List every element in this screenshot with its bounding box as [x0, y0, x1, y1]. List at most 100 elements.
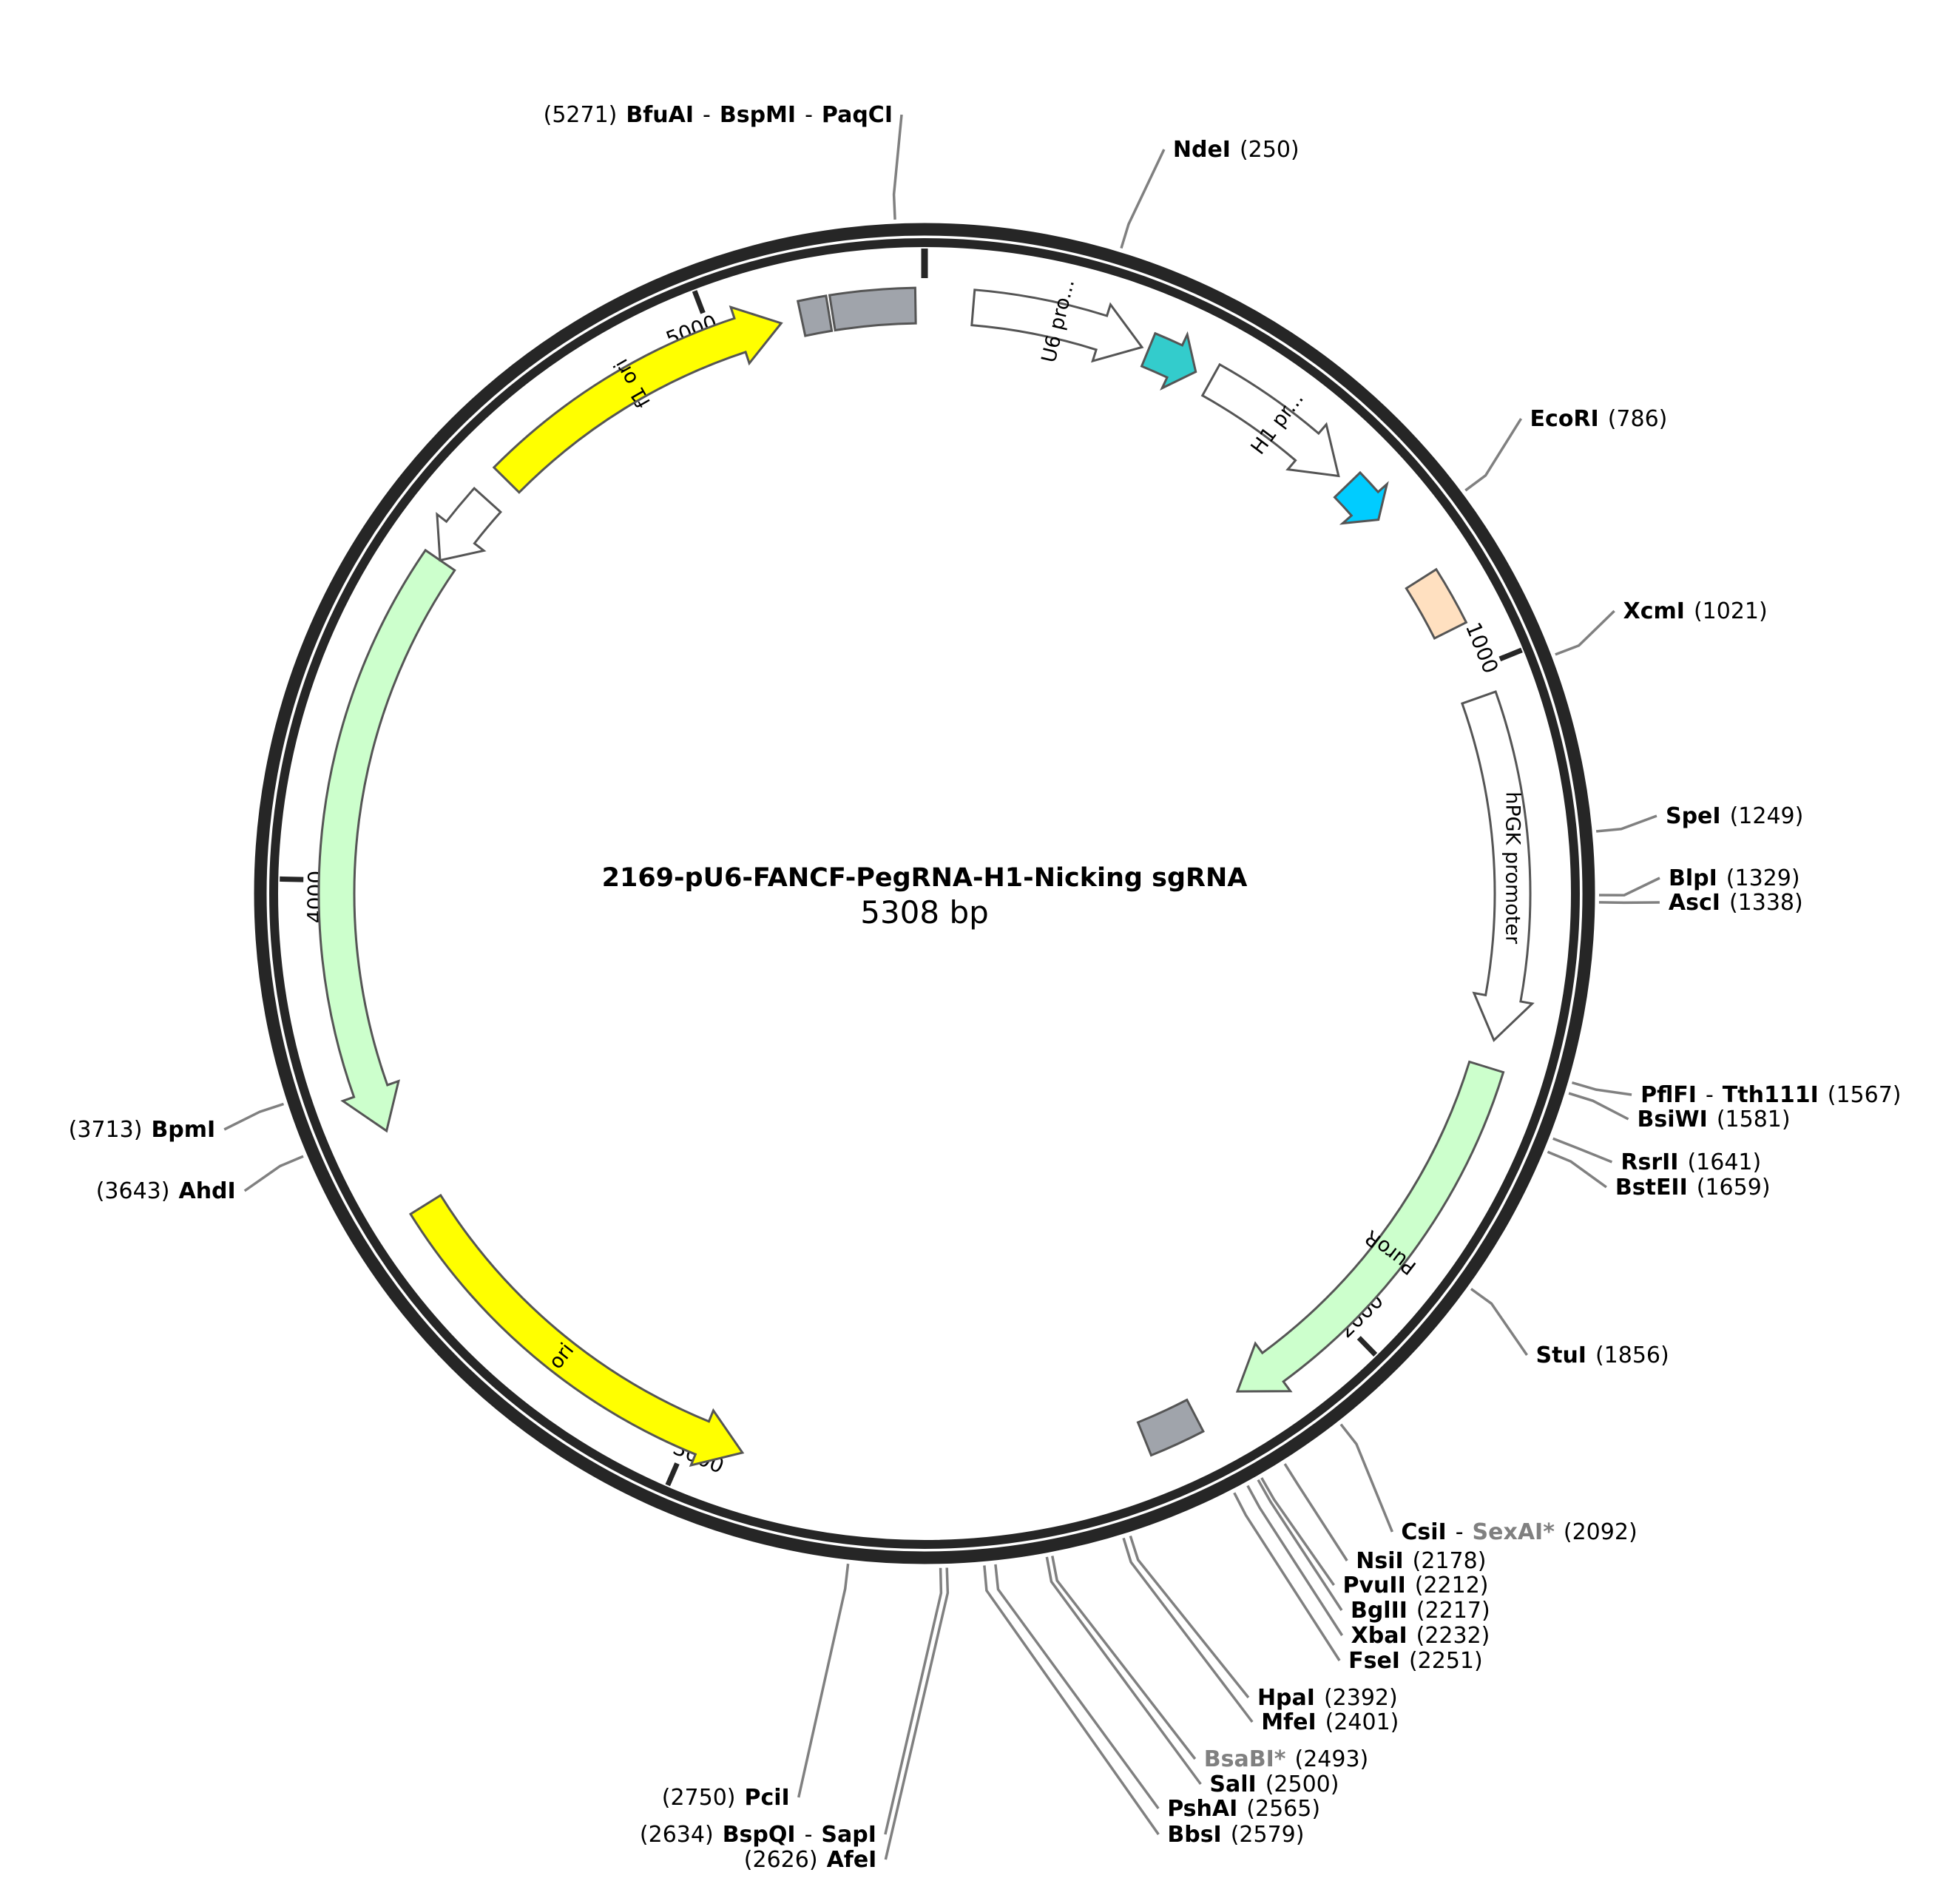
feature-H1-promoter: H1 pr...: [1200, 362, 1340, 478]
site-position: (3713): [69, 1117, 143, 1143]
site-leader: [1257, 1479, 1343, 1611]
site-enzyme: BsaBI*: [1204, 1746, 1286, 1772]
feature-misc-orange: [1405, 567, 1468, 640]
site-enzyme: PflFI: [1640, 1082, 1697, 1108]
site-leader: [1246, 1485, 1344, 1636]
site-separator: -: [805, 1822, 813, 1848]
site-enzyme: BglII: [1351, 1598, 1408, 1624]
feature-f1-ori: f1 ori: [492, 305, 783, 494]
site-enzyme: AscI: [1669, 890, 1720, 916]
site-enzyme: HpaI: [1257, 1685, 1315, 1711]
site-enzyme: BlpI: [1669, 865, 1717, 891]
site-position: (2500): [1265, 1772, 1339, 1797]
tick-mark: [692, 290, 706, 314]
site-position: (1021): [1694, 598, 1768, 624]
site-position: (1249): [1730, 803, 1804, 829]
site-leader: [1555, 609, 1615, 656]
site-enzyme: PaqCI: [822, 102, 893, 128]
site-label: BsaBI* (2493): [1204, 1746, 1368, 1772]
site-leader: [1552, 1137, 1613, 1164]
site-separator: -: [1706, 1082, 1714, 1108]
site-enzyme: StuI: [1536, 1343, 1586, 1368]
site-enzyme: BpmI: [151, 1117, 215, 1143]
site-leader: [1571, 1081, 1632, 1096]
backbone-outer-ring: [254, 223, 1595, 1564]
site-position: (2493): [1294, 1746, 1368, 1772]
site-label: BstEII(1659): [1615, 1175, 1771, 1200]
site-leader: [1233, 1492, 1341, 1661]
site-enzyme: PciI: [745, 1785, 790, 1811]
site-enzyme: Tth111I: [1723, 1082, 1819, 1108]
AmpR-arrow: [317, 548, 456, 1133]
site-label: SpeI(1249): [1666, 803, 1803, 829]
site-position: (2092): [1564, 1519, 1638, 1545]
H1-promoter-arrow: [1200, 362, 1340, 478]
site-position: (1641): [1687, 1149, 1761, 1175]
site-leader: [1598, 877, 1660, 896]
site-label: BlpI (1329): [1669, 865, 1800, 891]
site-enzyme: PvuII: [1343, 1573, 1406, 1598]
site-leader: [983, 1565, 1160, 1836]
site-label: BglII(2217): [1351, 1598, 1490, 1624]
misc-grey-3-arrow: [1136, 1398, 1205, 1457]
site-leader: [1595, 814, 1657, 833]
site-leader: [223, 1102, 285, 1131]
site-label: BbsI(2579): [1167, 1822, 1304, 1848]
site-enzyme: SalI: [1209, 1772, 1256, 1797]
site-position: (2634): [640, 1822, 714, 1848]
hPGK-promoter-arrow: [1461, 690, 1535, 1042]
feature-sgRNA-scaffold-1: [1140, 331, 1197, 391]
plasmid-backbone: [254, 223, 1595, 1564]
site-separator: -: [805, 102, 813, 128]
site-enzyme: BbsI: [1167, 1822, 1221, 1848]
misc-orange-arrow: [1405, 567, 1468, 640]
site-position: (786): [1608, 406, 1668, 432]
feature-misc-grey-3: [1136, 1398, 1205, 1457]
site-leader: [1051, 1556, 1197, 1760]
feature-sgRNA-scaffold-2: [1333, 470, 1389, 525]
site-position: (1329): [1726, 865, 1800, 891]
site-enzyme: PshAI: [1167, 1796, 1237, 1822]
site-position: (2750): [662, 1785, 736, 1811]
site-leader: [243, 1155, 304, 1192]
feature-AmpR: [317, 548, 456, 1133]
site-position: (1659): [1697, 1175, 1771, 1200]
site-label: (5271)BfuAI-BspMI-PaqCI: [544, 102, 893, 128]
site-leader: [1547, 1150, 1607, 1189]
site-labels: (5271)BfuAI-BspMI-PaqCINdeI(250)EcoRI(78…: [69, 102, 1902, 1873]
site-leader: [892, 114, 903, 220]
site-position: (2232): [1416, 1623, 1490, 1649]
site-label: HpaI(2392): [1257, 1685, 1398, 1711]
site-label: (3713) BpmI: [69, 1117, 216, 1143]
ori-arrow: [408, 1193, 745, 1468]
site-leader: [1122, 1537, 1254, 1723]
site-label: FseI(2251): [1348, 1648, 1483, 1674]
features: U6 pro...H1 pr...hPGK promoterPuroRorif1…: [317, 277, 1535, 1468]
site-label: CsiI-SexAI*(2092): [1401, 1519, 1637, 1545]
site-position: (1856): [1595, 1343, 1669, 1368]
feature-misc-grey-1: [828, 286, 917, 332]
AmpR-promoter-arrow: [436, 487, 502, 562]
site-enzyme: XcmI: [1623, 598, 1685, 624]
misc-grey-2-arrow: [796, 294, 834, 337]
site-enzyme: BfuAI: [626, 102, 694, 128]
feature-hPGK-promoter: hPGK promoter: [1461, 690, 1535, 1042]
site-label: XbaI(2232): [1351, 1623, 1490, 1649]
feature-ori: ori: [408, 1193, 745, 1468]
site-leader: [1464, 418, 1523, 492]
site-label: PflFI-Tth111I(1567): [1640, 1082, 1901, 1108]
site-leader: [1129, 1535, 1250, 1699]
site-position: (1581): [1717, 1107, 1791, 1132]
site-separator: -: [703, 102, 711, 128]
misc-grey-1-arrow: [828, 286, 917, 332]
site-label: StuI (1856): [1536, 1343, 1669, 1368]
site-leader: [1283, 1463, 1348, 1561]
site-label: (3643)AhdI: [96, 1178, 236, 1204]
site-position: (2251): [1409, 1648, 1483, 1674]
sgRNA-scaffold-1-arrow: [1140, 331, 1197, 391]
f1-ori-arrow: [492, 305, 783, 494]
hPGK-promoter-label: hPGK promoter: [1501, 791, 1524, 945]
site-enzyme: AfeI: [827, 1847, 877, 1873]
site-leader: [1045, 1556, 1202, 1786]
site-label: RsrII(1641): [1621, 1149, 1761, 1175]
